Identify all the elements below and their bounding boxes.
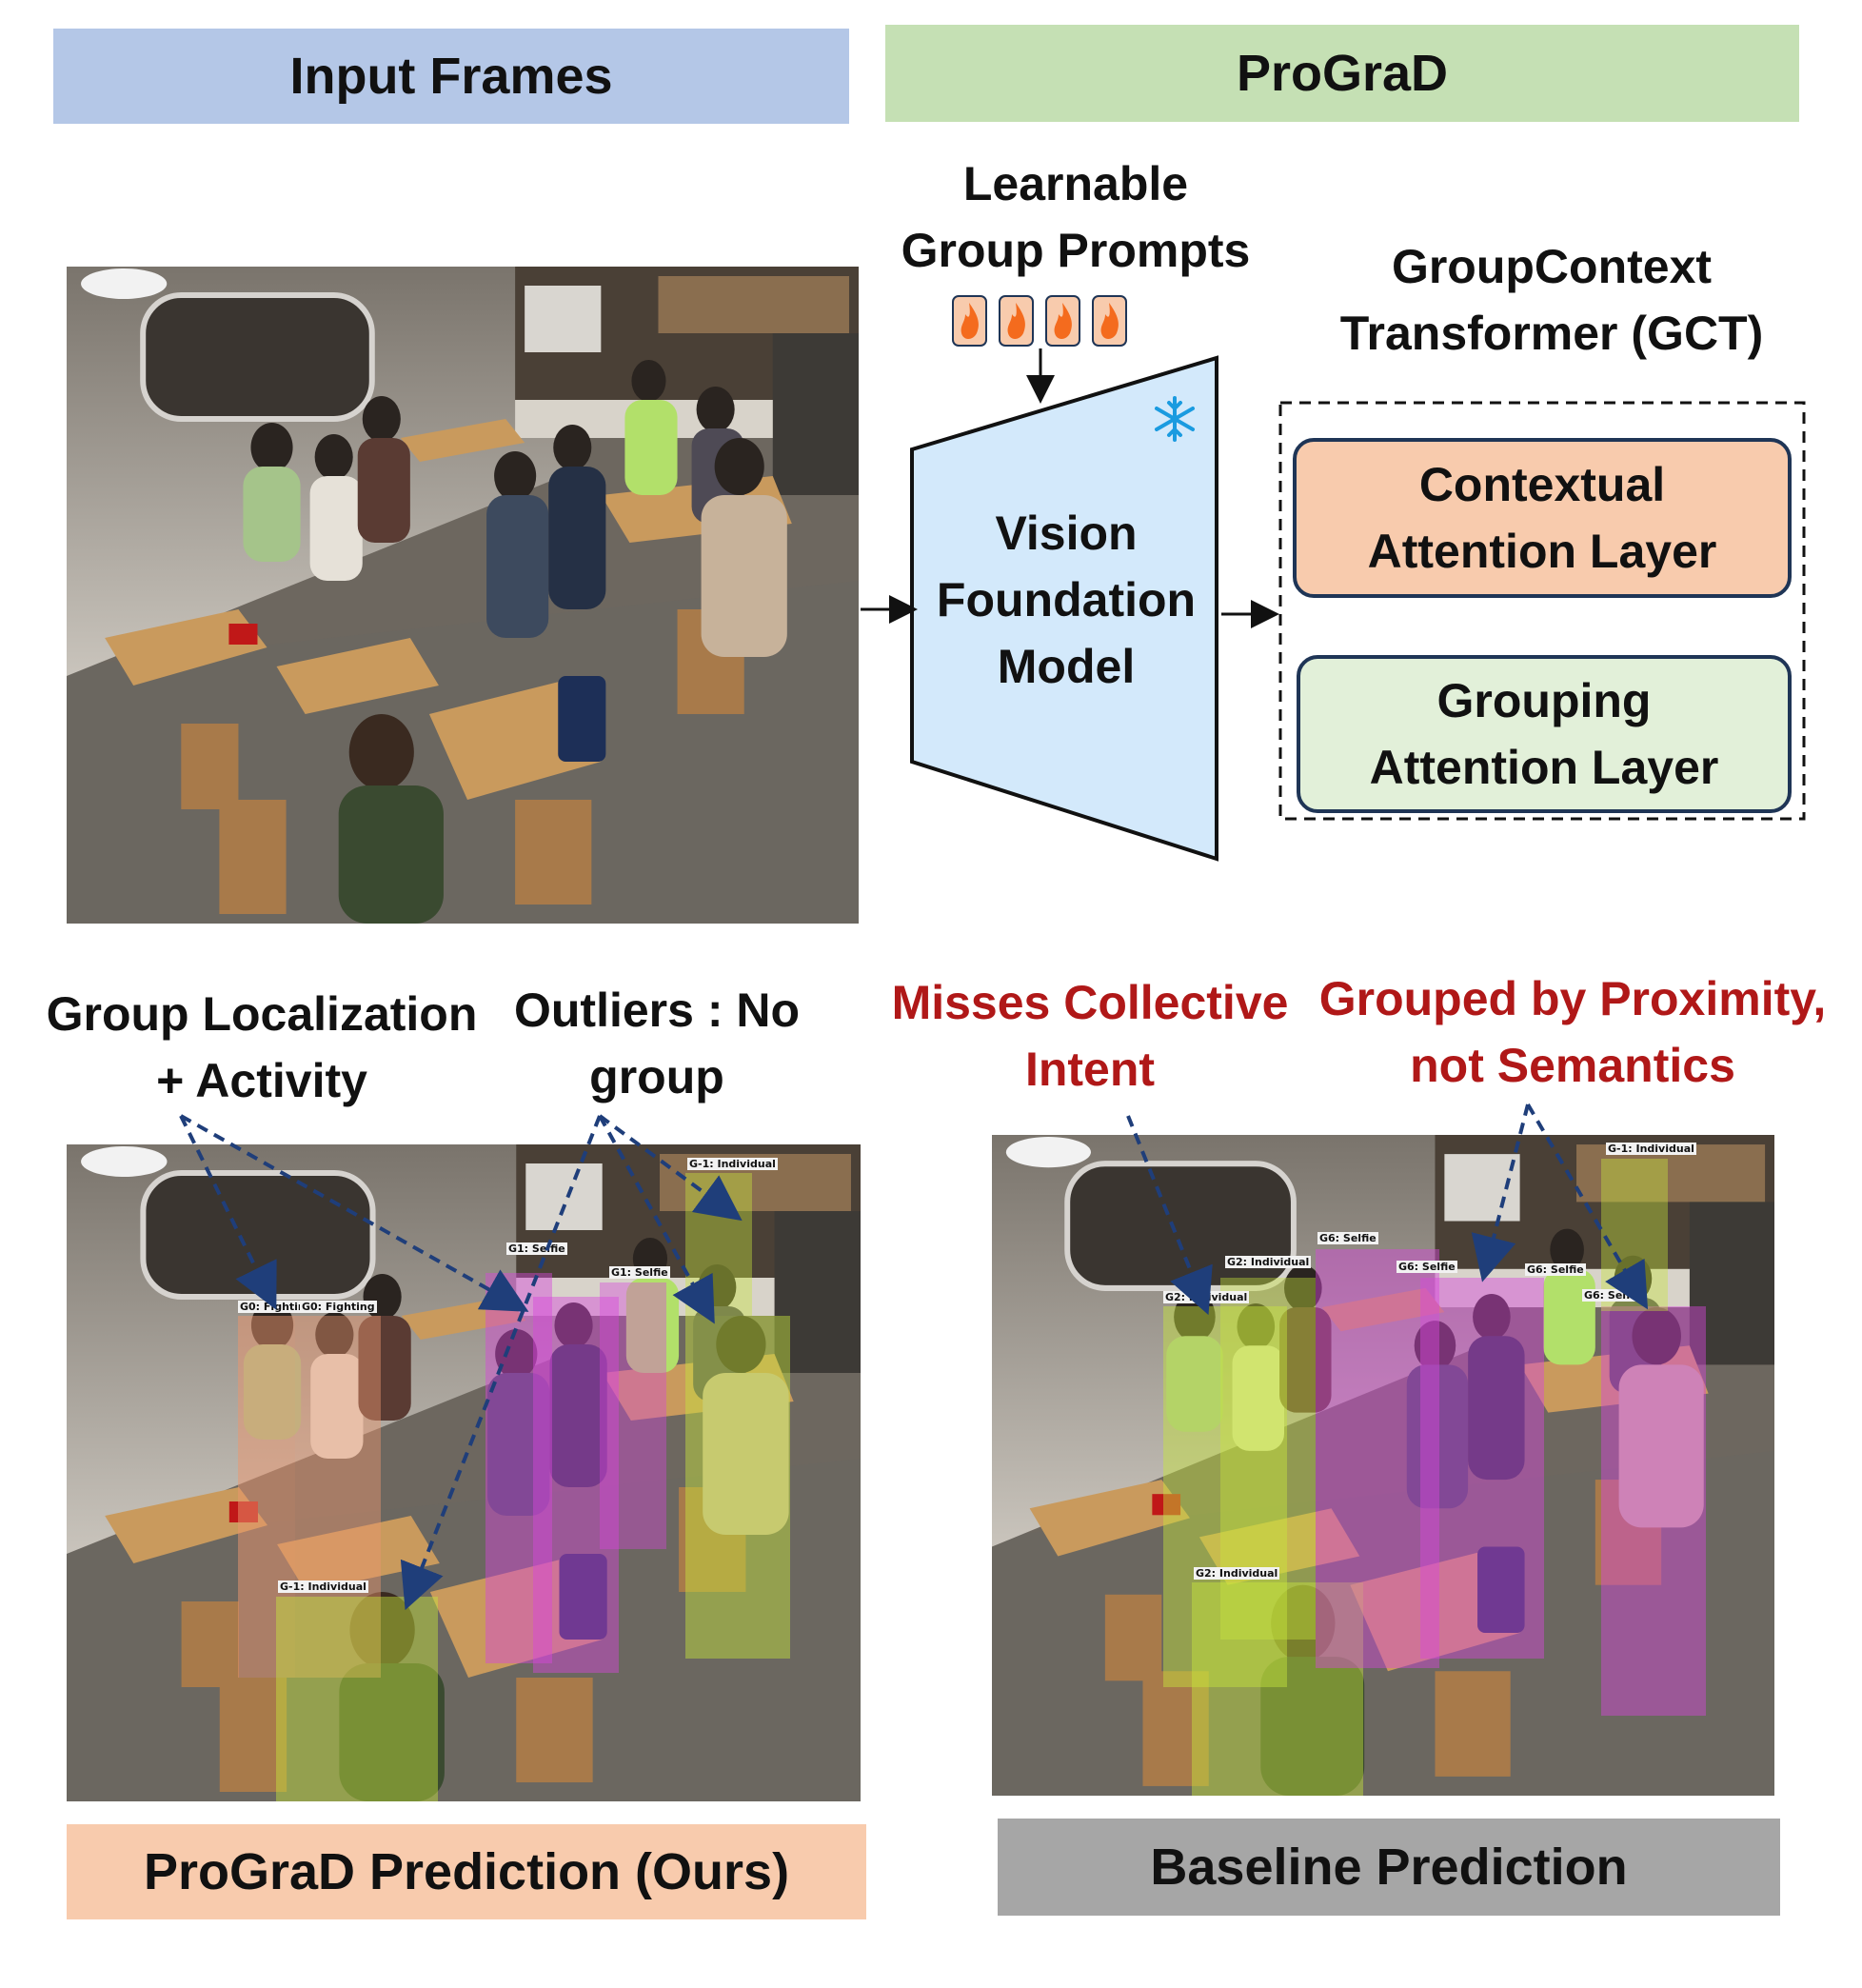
input-frames-header: Input Frames <box>53 29 849 124</box>
baseline-box-selfie-1 <box>1316 1249 1439 1668</box>
flame-icon <box>1092 295 1127 347</box>
tag-g6-selfie: G6: Selfie <box>1396 1261 1457 1273</box>
individual-box-2 <box>685 1173 752 1316</box>
individual-box-1 <box>685 1316 790 1659</box>
ours-prediction-image: G0: Fighting G0: Fighting G1: Selfie G1:… <box>67 1144 861 1801</box>
individual-box-3 <box>276 1597 438 1801</box>
flame-icon <box>1045 295 1080 347</box>
group-localization-label: Group Localization + Activity <box>46 987 478 1107</box>
group-box-selfie-3 <box>600 1282 666 1549</box>
tag-g2-individual: G2: Individual <box>1194 1567 1280 1580</box>
tag-g2-individual: G2: Individual <box>1225 1256 1312 1268</box>
tag-g-1-individual: G-1: Individual <box>687 1158 778 1170</box>
input-frames-title: Input Frames <box>289 48 613 105</box>
vfm-label: Vision Foundation Model <box>936 507 1197 693</box>
baseline-box-individual-1 <box>1163 1306 1287 1687</box>
tag-g1-selfie: G1: Selfie <box>609 1266 670 1279</box>
baseline-prediction-image: G2: Individual G2: Individual G2: Indivi… <box>992 1135 1774 1796</box>
snowflake-icon <box>1155 396 1195 442</box>
flame-icon <box>999 295 1034 347</box>
pipeline-graphics <box>861 348 1806 862</box>
tag-g6-selfie: G6: Selfie <box>1582 1289 1643 1302</box>
baseline-box-selfie-3 <box>1601 1306 1706 1716</box>
group-box-fighting-1 <box>238 1316 295 1678</box>
ours-prediction-footer: ProGraD Prediction (Ours) <box>67 1824 866 1919</box>
tag-g-1-individual: G-1: Individual <box>278 1580 368 1593</box>
proximity-label: Grouped by Proximity, not Semantics <box>1318 972 1827 1092</box>
misses-intent-label: Misses Collective Intent <box>891 976 1289 1096</box>
outliers-label: Outliers : No group <box>513 984 801 1103</box>
group-box-fighting-2 <box>295 1316 381 1678</box>
ours-prediction-title: ProGraD Prediction (Ours) <box>143 1843 790 1900</box>
gct-dashed-border <box>1278 401 1806 821</box>
tag-g6-selfie: G6: Selfie <box>1317 1232 1378 1244</box>
baseline-box-individual-4 <box>1601 1159 1668 1311</box>
tag-g-1-individual: G-1: Individual <box>1606 1143 1696 1155</box>
baseline-box-selfie-2 <box>1420 1278 1544 1659</box>
prograd-header: ProGraD <box>885 25 1799 122</box>
learnable-prompts-label: Learnable Group Prompts <box>901 157 1251 277</box>
vfm-shape <box>910 355 1218 862</box>
grouping-attention-layer: Grouping Attention Layer <box>1297 655 1792 813</box>
contextual-attention-layer: Contextual Attention Layer <box>1293 438 1792 598</box>
tag-g2-individual: G2: Individual <box>1163 1291 1250 1303</box>
flame-icon <box>952 295 987 347</box>
baseline-prediction-footer: Baseline Prediction <box>998 1819 1780 1916</box>
gct-title: GroupContext Transformer (GCT) <box>1339 240 1764 360</box>
prompt-tokens <box>952 295 1133 347</box>
baseline-prediction-title: Baseline Prediction <box>1150 1839 1628 1896</box>
tag-g6-selfie: G6: Selfie <box>1525 1263 1586 1276</box>
tag-g0-fighting: G0: Fighting <box>300 1301 377 1313</box>
baseline-box-individual-3 <box>1192 1582 1363 1796</box>
prograd-title: ProGraD <box>1236 45 1449 102</box>
tag-g1-selfie: G1: Selfie <box>506 1242 567 1255</box>
